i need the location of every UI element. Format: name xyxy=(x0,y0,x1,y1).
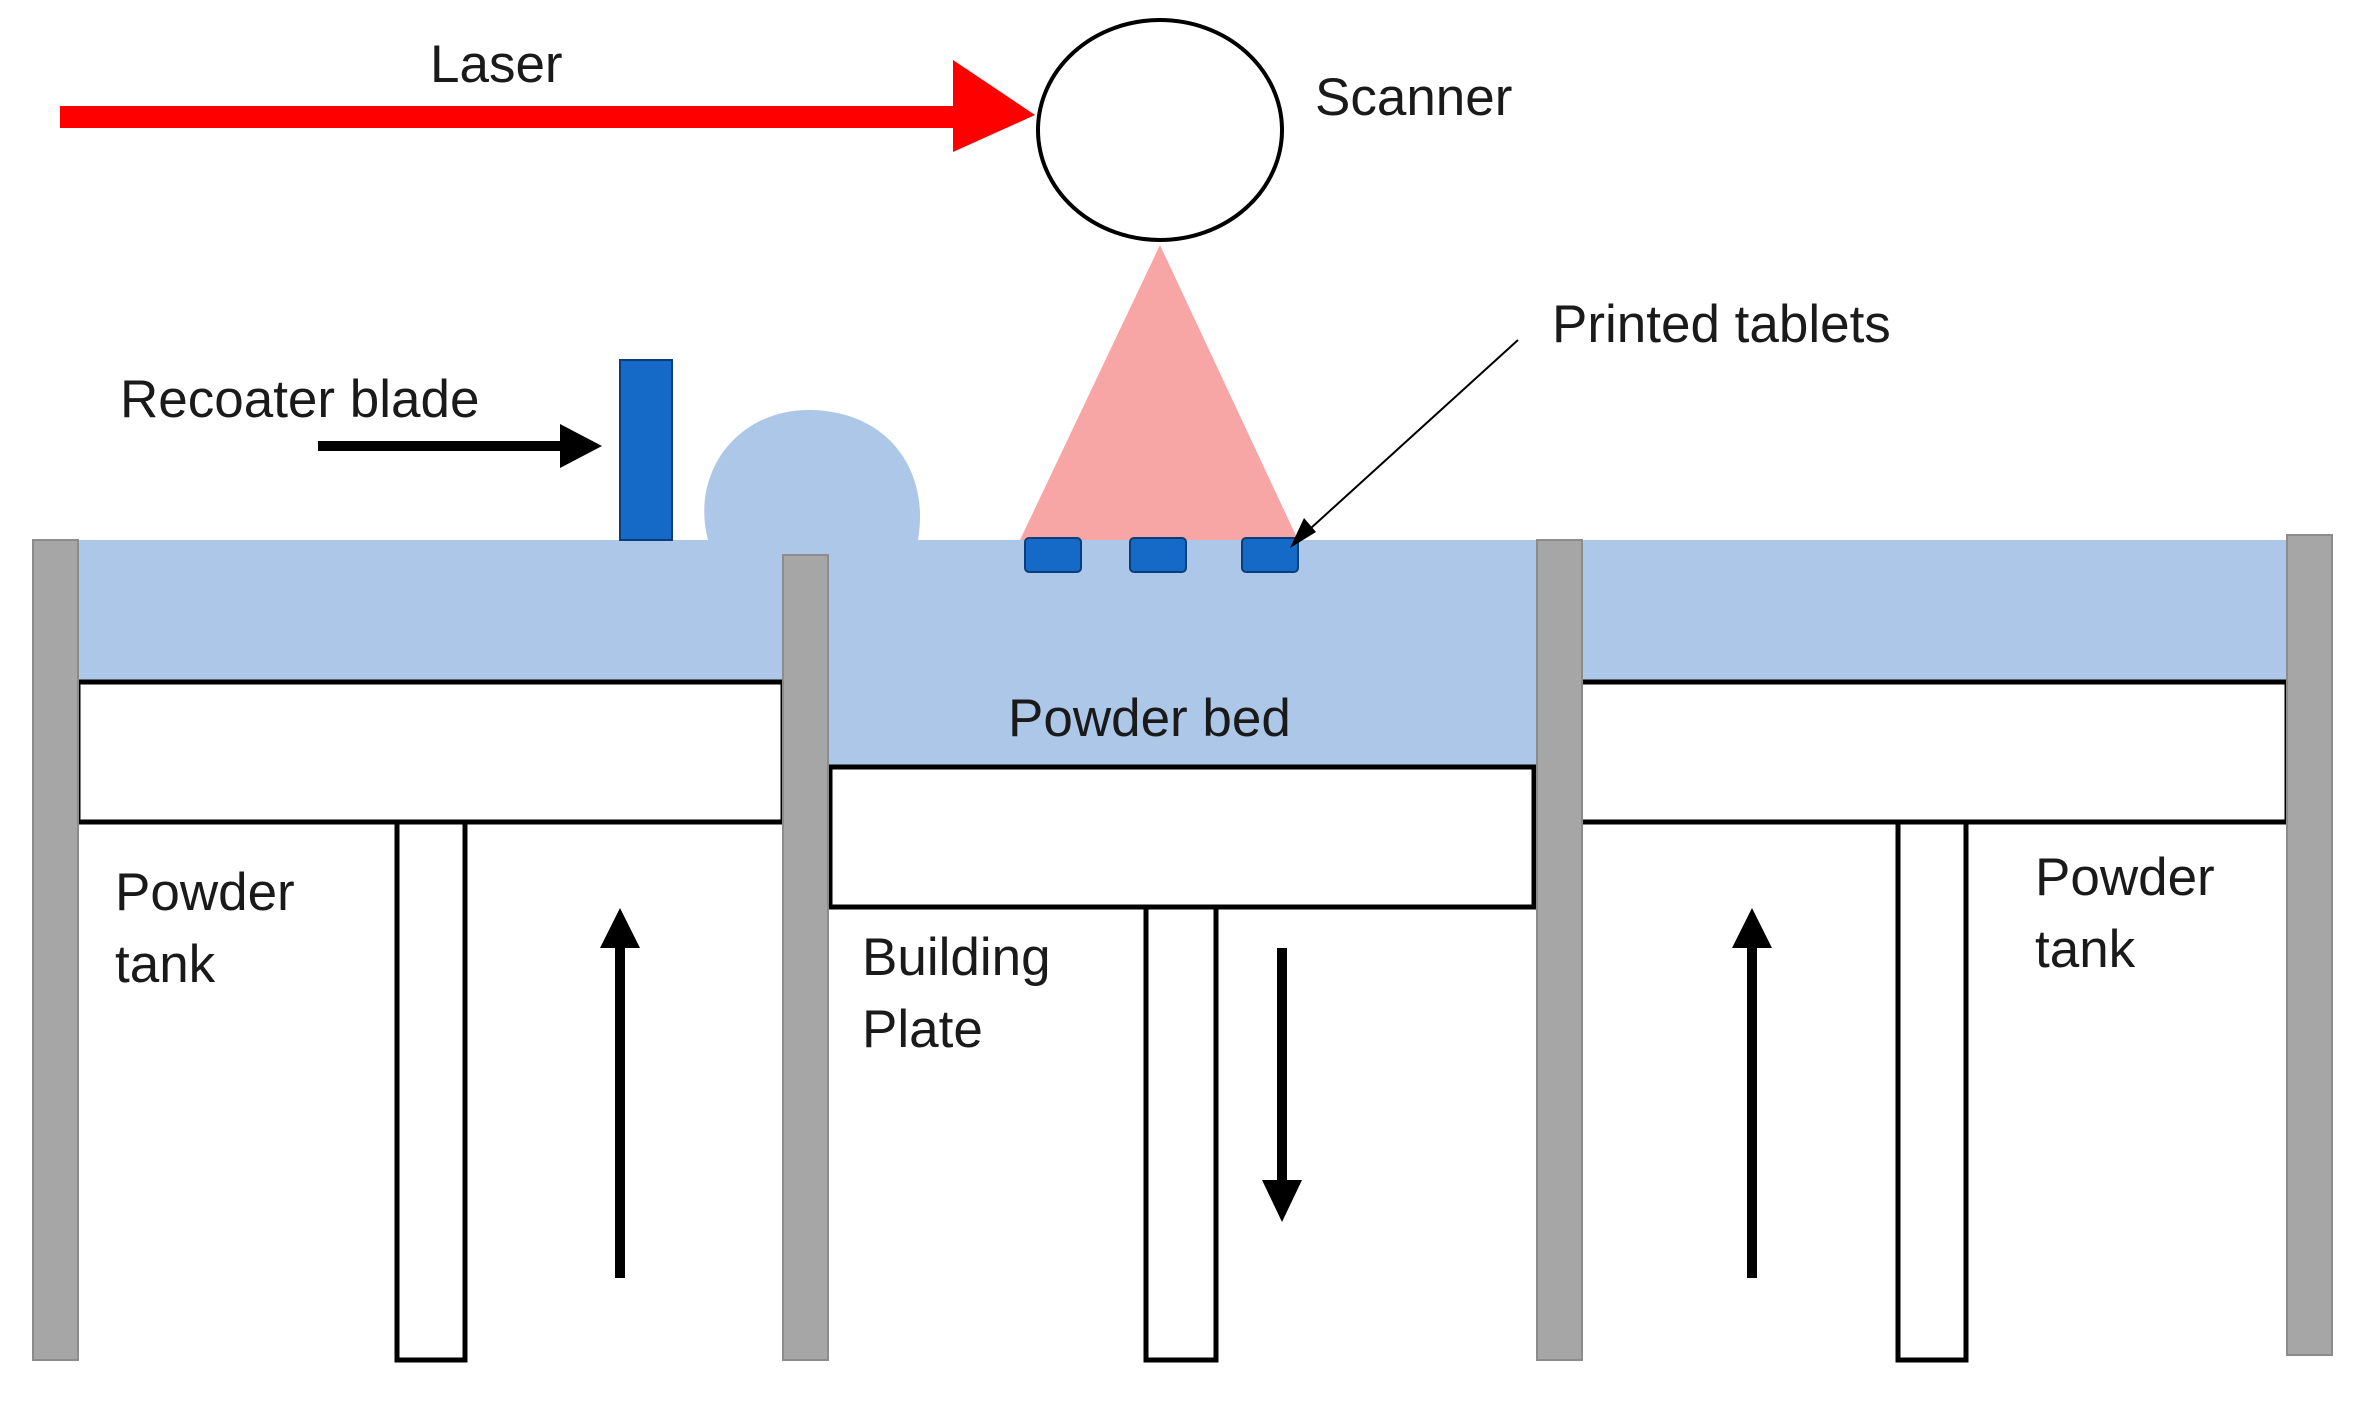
building-plate-down-arrow-head xyxy=(1262,1180,1302,1222)
printed-tablets-label: Printed tablets xyxy=(1552,295,1891,354)
recoater-arrow-head xyxy=(560,424,602,468)
right-tank-up-arrow-head xyxy=(1732,908,1772,948)
printed-tablets-pointer-head xyxy=(1290,518,1316,548)
powder-bed-label: Powder bed xyxy=(1008,689,1291,748)
powder-bed-region xyxy=(783,540,1537,767)
left-tank-piston xyxy=(394,819,468,1363)
right-tank-platform xyxy=(1577,679,2290,825)
powder-tank-left-label-line2: tank xyxy=(115,935,216,994)
printed-tablet xyxy=(1241,537,1299,573)
recoater-blade-label: Recoater blade xyxy=(120,370,479,429)
printed-tablets-pointer xyxy=(1299,339,1519,539)
building-plate xyxy=(827,764,1537,910)
scanner-circle xyxy=(1036,18,1284,242)
laser-arrow-shaft xyxy=(60,106,960,128)
laser-arrow-head xyxy=(953,60,1035,152)
wall-right xyxy=(2286,534,2333,1356)
wall-center-right xyxy=(1536,539,1583,1361)
left-tank-up-arrow-head xyxy=(600,908,640,948)
recoater-blade xyxy=(619,359,673,541)
building-plate-piston xyxy=(1143,904,1219,1363)
powder-tank-right-label-line1: Powder xyxy=(2035,848,2215,907)
powder-tank-right-label-line2: tank xyxy=(2035,920,2136,979)
scanner-label: Scanner xyxy=(1315,68,1512,127)
wall-center-left xyxy=(782,554,829,1361)
powder-tank-left-label-line1: Powder xyxy=(115,863,295,922)
laser-beam-cone xyxy=(1020,245,1298,540)
wall-left xyxy=(32,539,79,1361)
right-tank-powder xyxy=(1537,540,2287,682)
printed-tablet xyxy=(1129,537,1187,573)
right-tank-piston xyxy=(1895,819,1969,1363)
building-plate-label-line2: Plate xyxy=(862,1000,983,1059)
left-tank-powder xyxy=(78,540,783,682)
printed-tablet xyxy=(1024,537,1082,573)
left-tank-platform xyxy=(75,679,786,825)
laser-label: Laser xyxy=(430,35,563,94)
building-plate-label-line1: Building xyxy=(862,928,1051,987)
powder-pile xyxy=(704,409,921,540)
